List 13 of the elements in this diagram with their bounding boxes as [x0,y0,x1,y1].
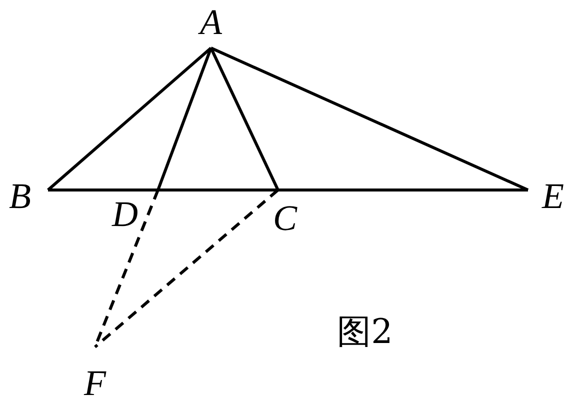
line-segment [210,47,280,191]
point-label: A [200,4,222,40]
point-label: D [112,196,138,232]
line-segment [156,47,212,191]
figure-caption: 图2 [337,315,393,349]
line-segment [48,188,528,192]
point-label: B [9,178,31,214]
line-segment [47,46,212,192]
point-label: F [84,365,106,401]
point-label: E [542,178,564,214]
point-label: C [273,200,297,236]
line-segment [210,46,529,192]
dashed-segment [94,188,279,348]
